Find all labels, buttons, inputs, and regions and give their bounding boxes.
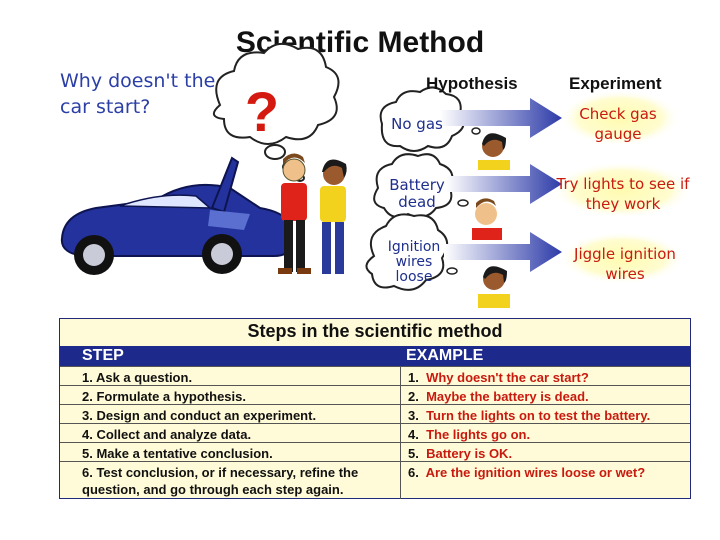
- experiment-jiggle-wires: Jiggle ignition wires: [574, 245, 676, 283]
- example-text: Battery is OK.: [426, 446, 513, 461]
- example-text: Maybe the battery is dead.: [426, 389, 589, 404]
- experiment-try-lights: Try lights to see if they work: [556, 175, 690, 213]
- example-text: Are the ignition wires loose or wet?: [425, 465, 646, 480]
- table-row: 1. Ask a question. 1. Why doesn't the ca…: [60, 366, 690, 385]
- example-number: 4.: [408, 427, 419, 442]
- small-figures: [472, 133, 510, 308]
- hypothesis-no-gas: No gas: [391, 115, 443, 133]
- hypothesis-clouds: [365, 86, 481, 291]
- step-text: 6. Test conclusion, or if necessary, ref…: [82, 465, 359, 497]
- car-question: Why doesn't the car start?: [60, 70, 216, 118]
- step-column-header: STEP: [82, 347, 124, 364]
- man-figure: [278, 153, 311, 274]
- step-text: 1. Ask a question.: [82, 370, 193, 385]
- steps-table: Steps in the scientific method STEP EXAM…: [59, 318, 691, 499]
- example-column-header: EXAMPLE: [406, 347, 484, 364]
- table-row: 4. Collect and analyze data. 4. The ligh…: [60, 423, 690, 442]
- step-text: 5. Make a tentative conclusion.: [82, 446, 273, 461]
- column-divider: [400, 366, 401, 499]
- woman-figure: [320, 159, 347, 274]
- example-number: 1.: [408, 370, 419, 385]
- steps-table-title: Steps in the scientific method: [247, 321, 503, 341]
- car-illustration: [60, 156, 294, 275]
- table-row: 5. Make a tentative conclusion. 5. Batte…: [60, 442, 690, 461]
- example-text: Why doesn't the car start?: [426, 370, 589, 385]
- hypothesis-battery-dead: Battery dead: [389, 176, 445, 211]
- hypothesis-header: Hypothesis: [426, 74, 518, 93]
- experiment-header: Experiment: [569, 74, 662, 93]
- table-row: 3. Design and conduct an experiment. 3. …: [60, 404, 690, 423]
- steps-table-header: STEP EXAMPLE: [60, 346, 690, 366]
- table-row: 6. Test conclusion, or if necessary, ref…: [60, 461, 690, 499]
- example-number: 6.: [408, 465, 419, 480]
- table-row: 2. Formulate a hypothesis. 2. Maybe the …: [60, 385, 690, 404]
- example-number: 5.: [408, 446, 419, 461]
- illustration: ?: [60, 42, 692, 308]
- example-number: 2.: [408, 389, 419, 404]
- step-text: 3. Design and conduct an experiment.: [82, 408, 317, 423]
- example-number: 3.: [408, 408, 419, 423]
- hypothesis-ignition-wires: Ignition wires loose: [387, 239, 441, 285]
- example-text: The lights go on.: [426, 427, 531, 442]
- example-text: Turn the lights on to test the battery.: [426, 408, 651, 423]
- step-text: 4. Collect and analyze data.: [82, 427, 252, 442]
- question-mark: ?: [245, 80, 279, 143]
- step-text: 2. Formulate a hypothesis.: [82, 389, 246, 404]
- experiment-check-gas: Check gas gauge: [579, 105, 657, 143]
- arrows: [440, 98, 562, 272]
